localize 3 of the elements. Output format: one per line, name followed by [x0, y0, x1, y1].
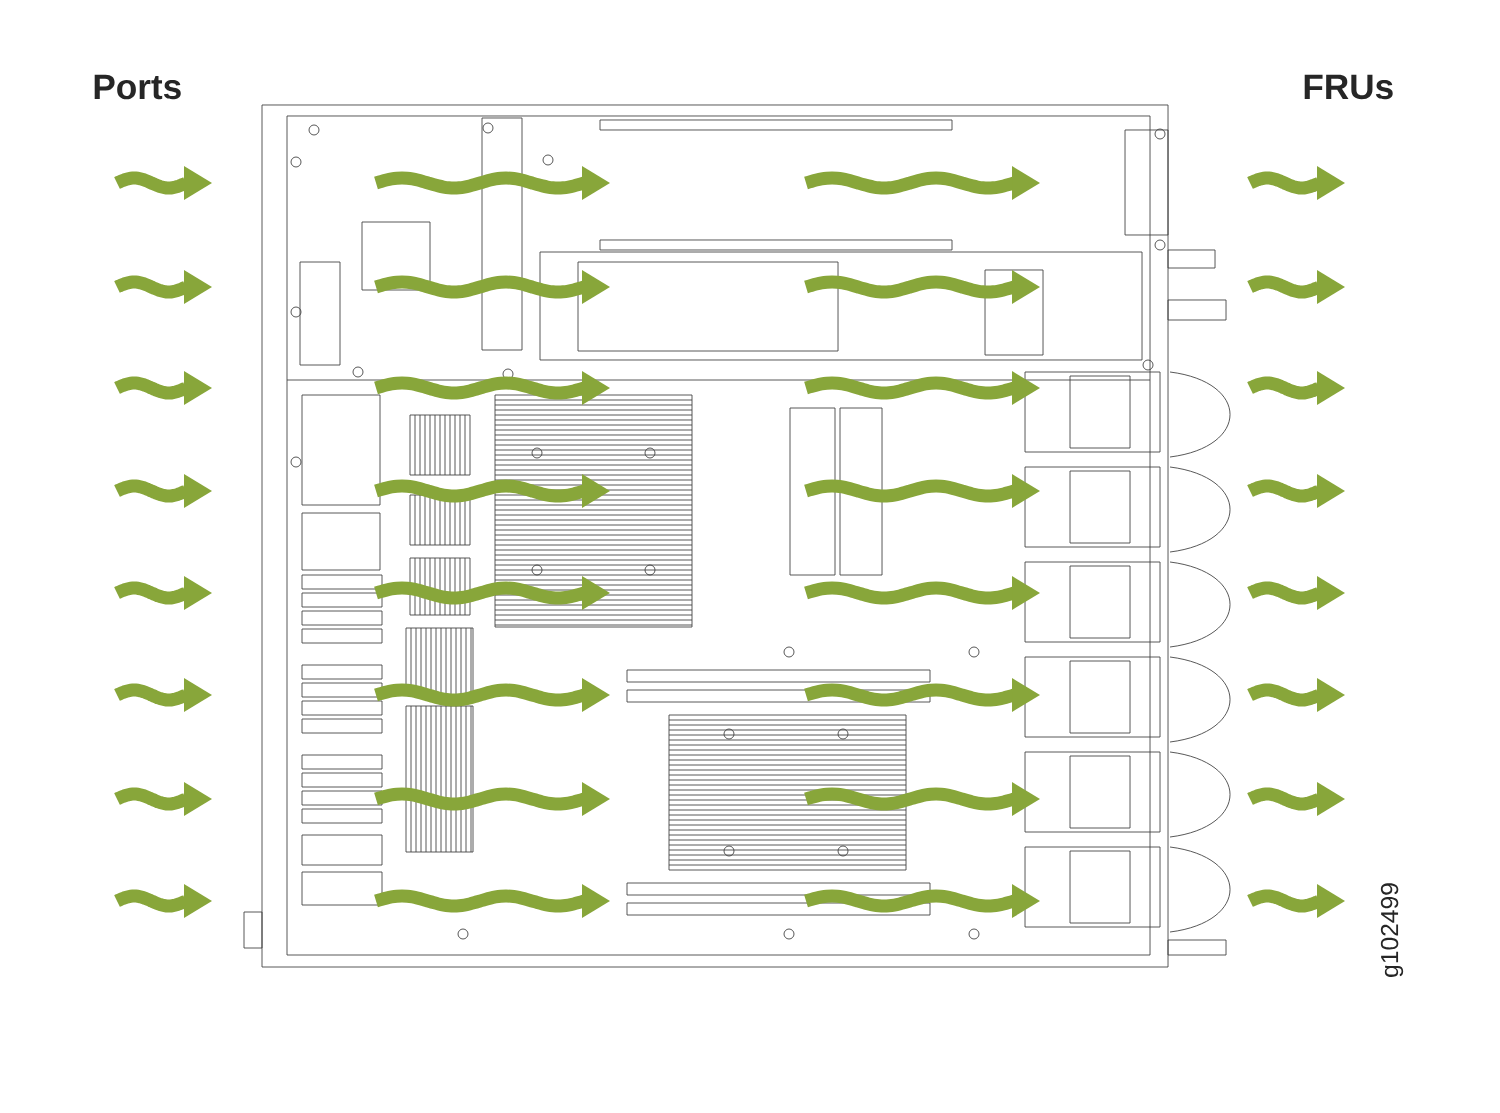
label: g102499 — [1380, 883, 1404, 977]
label: Ports — [94, 74, 181, 100]
label: FRUs — [1304, 74, 1393, 100]
